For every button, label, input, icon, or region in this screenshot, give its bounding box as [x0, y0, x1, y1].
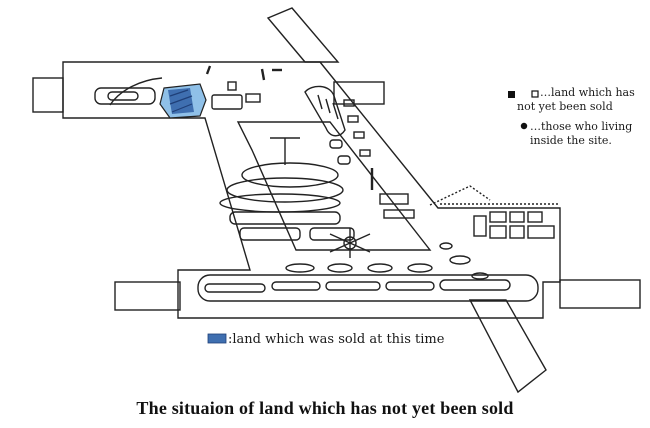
terminal-block	[211, 94, 243, 110]
terminal-complex	[219, 137, 355, 241]
east-block	[473, 211, 555, 239]
unsold-open-icon	[531, 90, 539, 98]
site-outline	[62, 61, 561, 319]
unsold-legend-label: …land which has	[540, 86, 635, 99]
taxi-hub	[329, 228, 371, 258]
sold-land-area	[159, 83, 207, 119]
unsold-filled-icon	[508, 91, 515, 98]
resident-legend-label: …those who living	[530, 120, 633, 133]
south-apron	[197, 242, 539, 302]
resident-legend-label-2: inside the site.	[530, 134, 612, 147]
access-road	[109, 77, 163, 106]
page-title: The situaion of land which has not yet b…	[136, 398, 514, 418]
runway-stub-southeast	[559, 279, 641, 309]
resident-dot-icon	[520, 122, 528, 130]
sold-color-icon	[207, 333, 227, 344]
diagonal-runway	[266, 7, 340, 63]
runway-stub-west	[32, 77, 64, 113]
unsold-legend-label-2: not yet been sold	[517, 100, 613, 113]
runway-stub-east	[333, 81, 385, 105]
runway-stub-southwest	[114, 281, 181, 311]
sold-legend-label: :land which was sold at this time	[228, 332, 445, 347]
diagonal-runway-south	[468, 299, 547, 394]
